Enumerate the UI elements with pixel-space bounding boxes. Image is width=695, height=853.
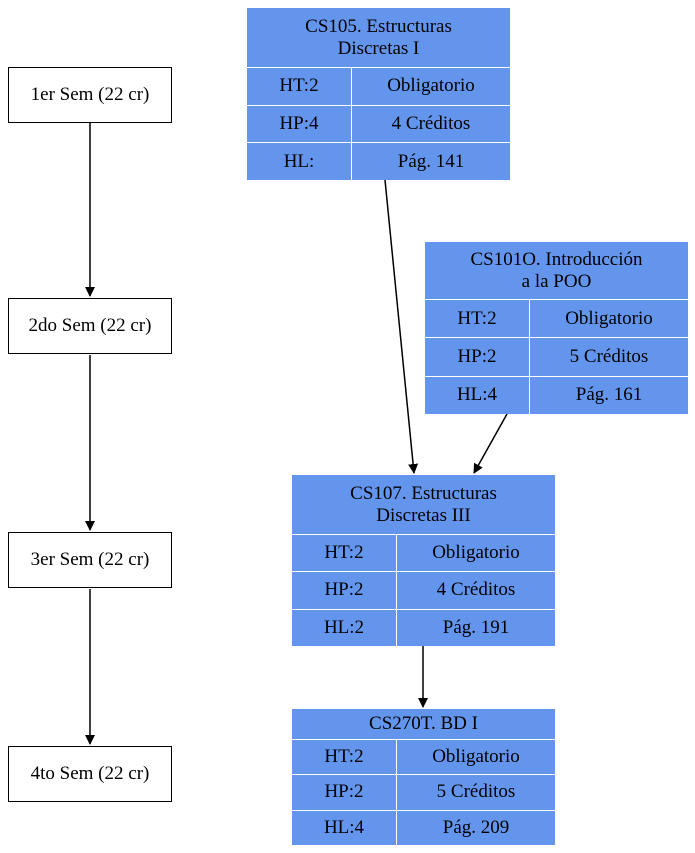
course-cs107: CS107. Estructuras Discretas III HT:2 Ob… [292, 475, 555, 646]
course-row-hl: HL:2 Pág. 191 [292, 609, 555, 646]
ht-cell: HT:2 [292, 535, 397, 572]
hp-cell: HP:2 [292, 775, 397, 810]
type-cell: Obligatorio [565, 307, 653, 329]
course-row-ht: HT:2 Obligatorio [292, 535, 555, 573]
semester-3-node: 3er Sem (22 cr) [8, 532, 172, 588]
credits-cell: 4 Créditos [391, 113, 471, 134]
semester-1-node: 1er Sem (22 cr) [8, 67, 172, 123]
course-row-hl: HL: Pág. 141 [247, 143, 510, 181]
course-row-hp: HP:2 5 Créditos [425, 338, 688, 377]
course-cs101o: CS101O. Introducción a la POO HT:2 Oblig… [425, 242, 688, 414]
hp-cell: HP:2 [292, 572, 397, 609]
course-cs105: CS105. Estructuras Discretas I HT:2 Obli… [247, 8, 510, 181]
course-row-hp: HP:2 4 Créditos [292, 572, 555, 610]
course-row-ht: HT:2 Obligatorio [247, 68, 510, 106]
credits-cell: 5 Créditos [569, 345, 649, 367]
course-row-hl: HL:4 Pág. 161 [425, 376, 688, 414]
semester-4-node: 4to Sem (22 cr) [8, 746, 172, 802]
hl-cell: HL: [247, 143, 352, 181]
semester-2-node: 2do Sem (22 cr) [8, 298, 172, 354]
page-cell: Pág. 191 [442, 616, 510, 638]
course-row-hp: HP:2 5 Créditos [292, 775, 555, 811]
course-row-ht: HT:2 Obligatorio [292, 740, 555, 776]
type-cell: Obligatorio [432, 542, 520, 564]
type-cell: Obligatorio [387, 75, 475, 97]
course-title: CS105. Estructuras Discretas I [247, 8, 510, 68]
page-cell: Pág. 141 [397, 150, 465, 172]
page-cell: Pág. 209 [442, 816, 510, 838]
hl-cell: HL:4 [292, 810, 397, 845]
credits-cell: 4 Créditos [436, 579, 516, 601]
course-row-ht: HT:2 Obligatorio [425, 300, 688, 339]
hp-cell: HP:2 [425, 338, 530, 376]
ht-cell: HT:2 [425, 300, 530, 338]
course-title: CS101O. Introducción a la POO [425, 242, 688, 300]
hp-cell: HP:4 [247, 105, 352, 143]
ht-cell: HT:2 [292, 740, 397, 775]
course-row-hl: HL:4 Pág. 209 [292, 810, 555, 845]
credits-cell: 5 Créditos [436, 781, 516, 803]
hl-cell: HL:4 [425, 376, 530, 414]
course-title: CS107. Estructuras Discretas III [292, 475, 555, 535]
course-cs270t: CS270T. BD I HT:2 Obligatorio HP:2 5 Cré… [292, 709, 555, 845]
course-title: CS270T. BD I [292, 709, 555, 740]
ht-cell: HT:2 [247, 68, 352, 105]
page-cell: Pág. 161 [575, 384, 643, 406]
hl-cell: HL:2 [292, 609, 397, 646]
edge-cs101o-cs107 [473, 413, 508, 474]
course-row-hp: HP:4 4 Créditos [247, 105, 510, 144]
type-cell: Obligatorio [432, 746, 520, 768]
edge-cs105-cs107 [384, 179, 419, 474]
